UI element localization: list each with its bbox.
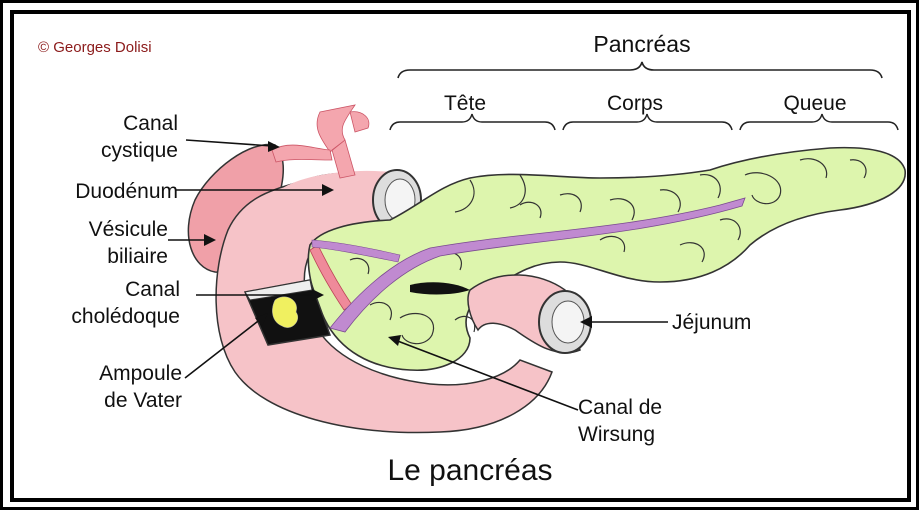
- diagram-title: Le pancréas: [387, 454, 552, 487]
- jejunum-opening-inner: [552, 301, 584, 343]
- label-duodenum: Duodénum: [75, 180, 178, 203]
- label-wirsung-2: Wirsung: [578, 423, 655, 446]
- label-wirsung-1: Canal de: [578, 396, 662, 419]
- pancreas-header: Pancréas: [593, 31, 690, 57]
- label-vesicule-1: Vésicule: [89, 218, 168, 241]
- label-canal-cystique-2: cystique: [101, 139, 178, 162]
- label-ampoule-1: Ampoule: [99, 362, 182, 385]
- section-queue: Queue: [783, 92, 846, 115]
- label-choledoque-1: Canal: [125, 278, 180, 301]
- label-canal-cystique-1: Canal: [123, 112, 178, 135]
- section-tete: Tête: [444, 92, 486, 115]
- label-choledoque-2: cholédoque: [71, 305, 180, 328]
- label-jejunum: Jéjunum: [672, 311, 751, 334]
- label-vesicule-2: biliaire: [107, 245, 168, 268]
- section-corps: Corps: [607, 92, 663, 115]
- label-ampoule-2: de Vater: [104, 389, 182, 412]
- copyright: © Georges Dolisi: [38, 39, 152, 56]
